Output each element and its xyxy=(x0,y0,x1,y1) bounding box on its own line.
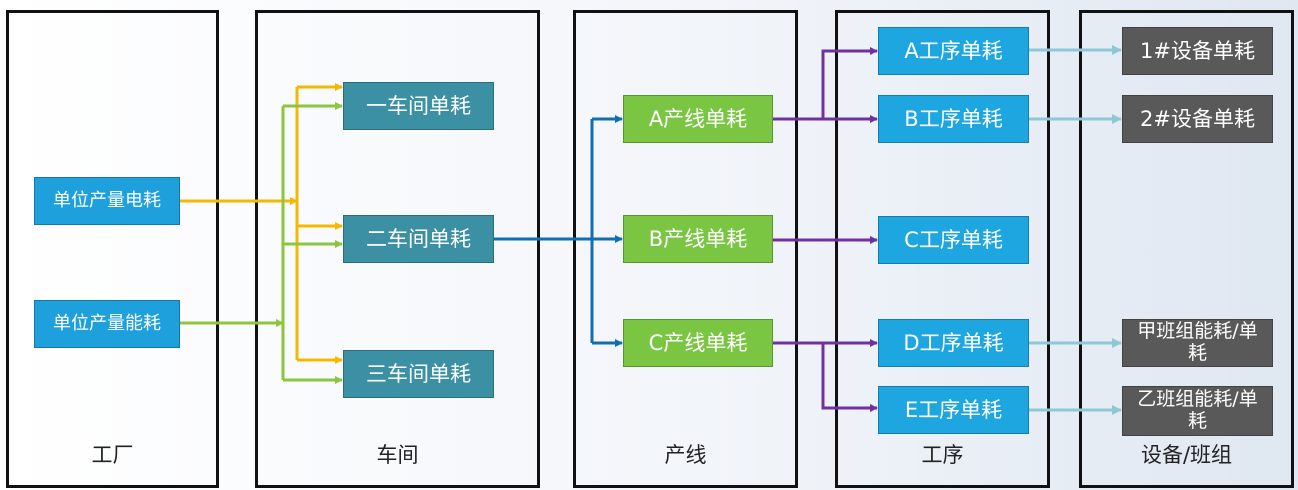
factory-energy-node: 单位产量能耗 xyxy=(34,300,180,348)
process-flow xyxy=(773,47,878,412)
line-b-node: B产线单耗 xyxy=(623,215,773,263)
workshop-2-node: 二车间单耗 xyxy=(343,215,494,263)
line-c-node: C产线单耗 xyxy=(623,319,773,367)
process-column-label: 工序 xyxy=(921,443,964,467)
team-1-node: 甲班组能耗/单耗 xyxy=(1122,319,1273,367)
factory-column: 工厂 xyxy=(6,10,219,488)
workshop-column-label: 车间 xyxy=(376,443,419,467)
process-e-node: E工序单耗 xyxy=(878,386,1029,434)
process-b-node: B工序单耗 xyxy=(878,95,1029,143)
line-a-node: A产线单耗 xyxy=(623,95,773,143)
electric-flow xyxy=(180,83,343,364)
device-column-label: 设备/班组 xyxy=(1140,443,1233,467)
factory-column-label: 工厂 xyxy=(91,443,134,467)
factory-electric-node: 单位产量电耗 xyxy=(34,177,180,225)
device-flow xyxy=(1029,45,1122,415)
device-1-node: 1#设备单耗 xyxy=(1122,27,1273,75)
workshop-3-node: 三车间单耗 xyxy=(343,350,494,398)
workshop-1-node: 一车间单耗 xyxy=(343,82,494,130)
line-column-label: 产线 xyxy=(664,443,707,467)
process-column: 工序 xyxy=(835,10,1050,488)
process-a-node: A工序单耗 xyxy=(878,27,1029,75)
process-c-node: C工序单耗 xyxy=(878,216,1029,264)
line-column: 产线 xyxy=(573,10,798,488)
energy-flow xyxy=(180,102,343,384)
team-2-node: 乙班组能耗/单耗 xyxy=(1122,386,1273,436)
device-column: 设备/班组 xyxy=(1079,10,1294,488)
device-2-node: 2#设备单耗 xyxy=(1122,95,1273,143)
process-d-node: D工序单耗 xyxy=(878,319,1029,367)
line-flow xyxy=(494,115,623,347)
workshop-column: 车间 xyxy=(255,10,540,488)
